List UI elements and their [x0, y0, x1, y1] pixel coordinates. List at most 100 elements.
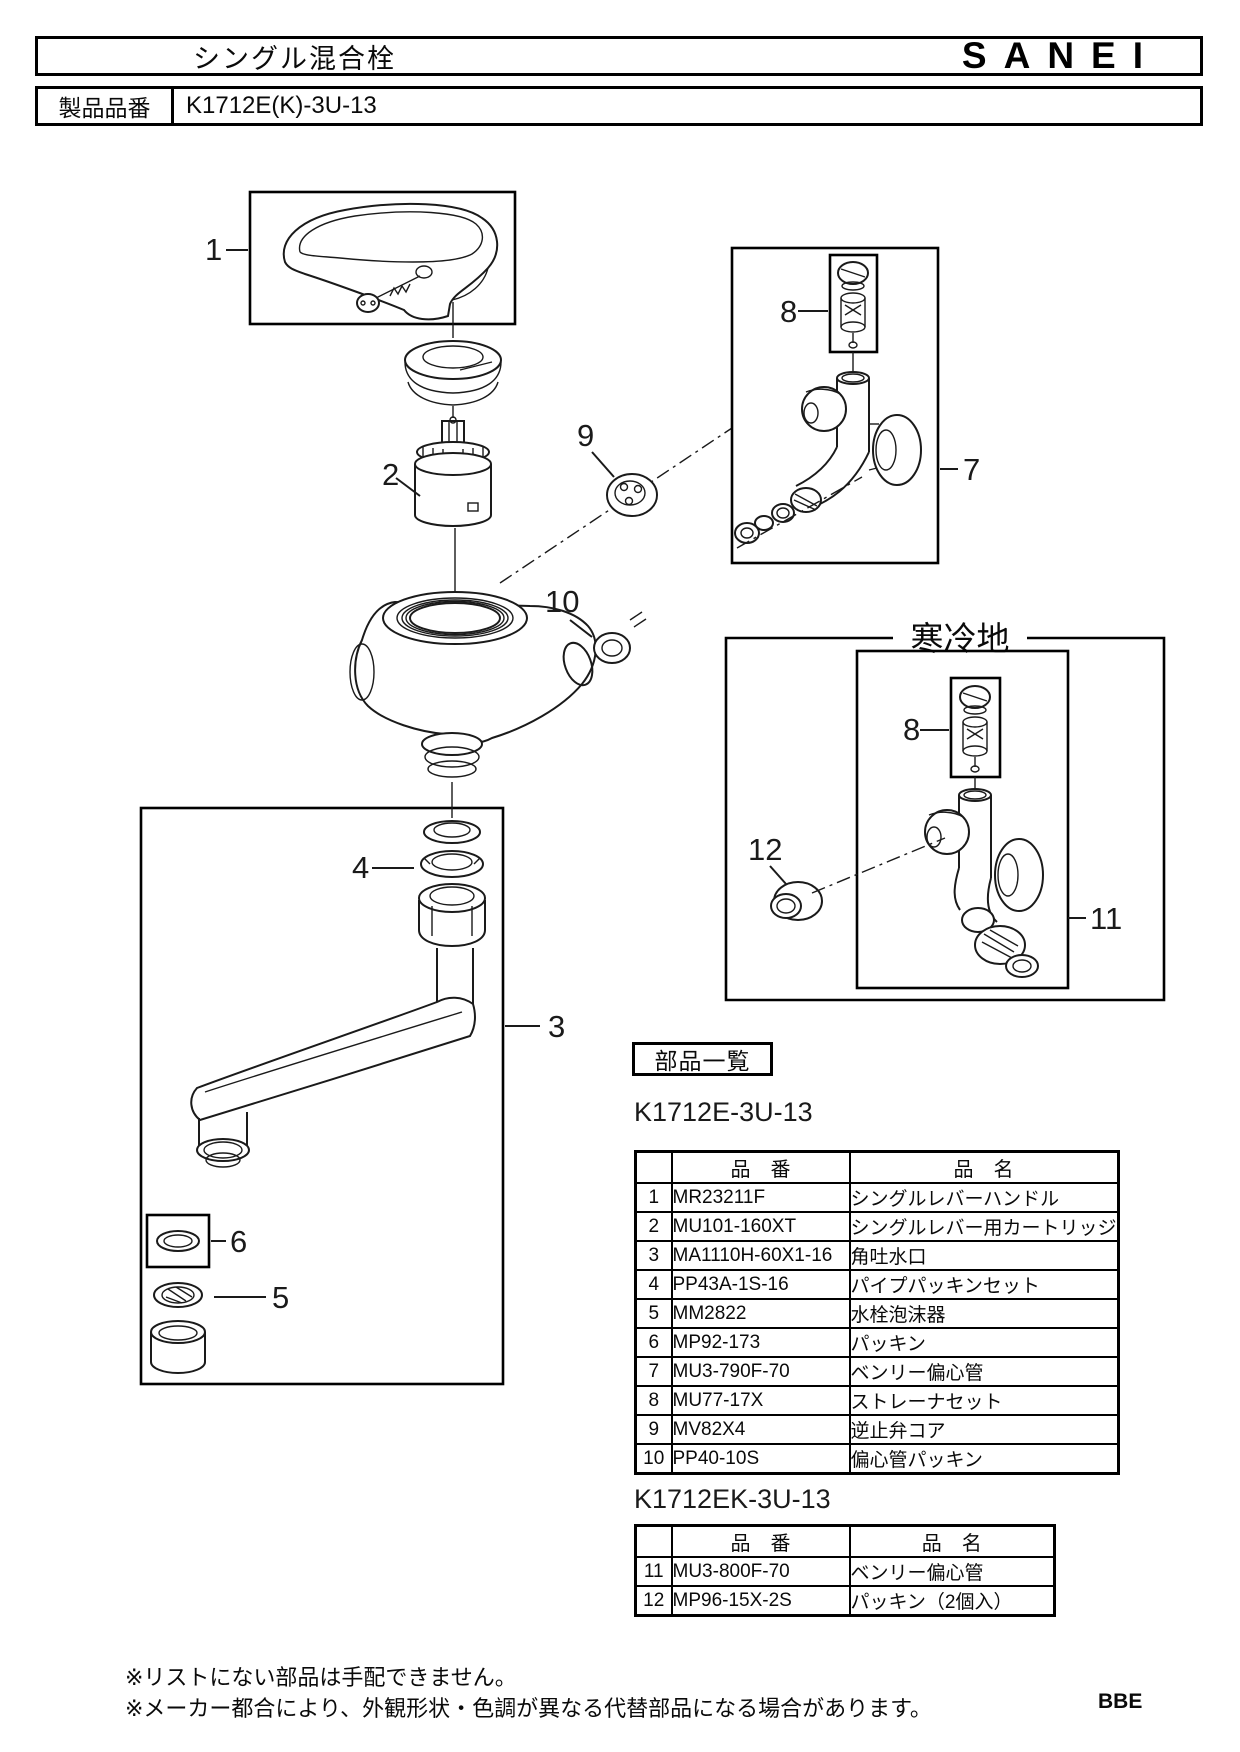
part-no-cell: 3	[634, 1240, 673, 1271]
header-no-cell	[634, 1150, 673, 1184]
model-title-1: K1712E-3U-13	[634, 1097, 813, 1127]
part-number-cell: MV82X4	[670, 1414, 851, 1445]
part-number-cell: MU3-790F-70	[670, 1356, 851, 1387]
product-code-value: K1712E(K)-3U-13	[186, 92, 377, 119]
header-name-cell: 品 名	[848, 1150, 1120, 1184]
header-no-cell	[634, 1524, 673, 1558]
part-name-cell: ストレーナセット	[848, 1385, 1120, 1416]
part-no-cell: 4	[634, 1269, 673, 1300]
model-title-2: K1712EK-3U-13	[634, 1484, 831, 1514]
cold-packing-nut-parts	[961, 907, 1039, 978]
part-name-cell: パッキン（2個入）	[848, 1585, 1056, 1617]
part-name-cell: 逆止弁コア	[848, 1414, 1120, 1445]
aerator-part	[150, 1282, 206, 1375]
part-no-cell: 5	[634, 1298, 673, 1329]
part-no-cell: 7	[634, 1356, 673, 1387]
product-code-label: 製品品番	[38, 89, 174, 123]
part-name-cell: ベンリー偏心管	[848, 1356, 1120, 1387]
header-title-bar: シングル混合栓 SANEI	[35, 35, 1203, 76]
part-number-cell: PP43A-1S-16	[670, 1269, 851, 1300]
part-number-cell: MP96-15X-2S	[670, 1585, 851, 1617]
table-header-row: 品 番 品 名	[634, 1524, 1056, 1558]
part-no-cell: 2	[634, 1211, 673, 1242]
faucet-body	[349, 591, 597, 778]
part-no-cell: 8	[634, 1385, 673, 1416]
callout-10: 10	[545, 584, 579, 619]
pipe-packing-set	[420, 820, 484, 878]
callout-7: 7	[963, 452, 980, 487]
callout-9: 9	[577, 418, 594, 453]
callout-1: 1	[205, 232, 222, 267]
table-header-row: 品 番 品 名	[634, 1150, 1120, 1184]
eccentric-packing	[593, 611, 647, 664]
pipe-end-parts	[734, 487, 822, 544]
spout-nut	[418, 883, 486, 948]
header-part-cell: 品 番	[670, 1150, 851, 1184]
part-no-cell: 6	[634, 1327, 673, 1358]
part-number-cell: MP92-173	[670, 1327, 851, 1358]
handle-screw-cap	[356, 293, 380, 313]
part-name-cell: シングルレバーハンドル	[848, 1182, 1120, 1213]
cold-region-section: 寒冷地	[724, 620, 1166, 1002]
part-no-cell: 9	[634, 1414, 673, 1445]
handle-part-box	[248, 190, 517, 326]
part-no-cell: 1	[634, 1182, 673, 1213]
callout-8: 8	[780, 294, 797, 329]
part-number-cell: PP40-10S	[670, 1443, 851, 1475]
page-code: BBE	[1098, 1690, 1143, 1713]
product-code-bar: 製品品番 K1712E(K)-3U-13	[35, 86, 1203, 126]
cartridge-part	[414, 416, 492, 528]
part-name-cell: シングルレバー用カートリッジ	[848, 1211, 1120, 1242]
callout-3: 3	[548, 1009, 565, 1044]
part-name-cell: ベンリー偏心管	[848, 1556, 1056, 1587]
eccentric-pipe-box	[730, 246, 940, 565]
callout-4: 4	[352, 850, 369, 885]
footer-note-1: ※リストにない部品は手配できません。	[125, 1665, 517, 1690]
part-number-cell: MU101-160XT	[670, 1211, 851, 1242]
part-name-cell: 角吐水口	[848, 1240, 1120, 1271]
header-name-cell: 品 名	[848, 1524, 1056, 1558]
packing-part-box	[145, 1213, 211, 1269]
page-title: シングル混合栓	[193, 43, 396, 74]
part-no-cell: 10	[634, 1443, 673, 1475]
part-number-cell: MA1110H-60X1-16	[670, 1240, 851, 1271]
cold-strainer-set-box	[949, 676, 1002, 779]
spout-pipe	[190, 948, 476, 1168]
callout-12: 12	[748, 832, 782, 867]
part-no-cell: 11	[634, 1556, 673, 1587]
callout-2: 2	[382, 457, 399, 492]
cold-nut-12	[770, 881, 823, 921]
callout-11: 11	[1090, 901, 1122, 936]
spout-part-box	[139, 782, 505, 1386]
part-number-cell: MM2822	[670, 1298, 851, 1329]
brand-logo: SANEI	[961, 35, 1160, 76]
callout-5: 5	[272, 1280, 289, 1315]
parts-list-section-label: 部品一覧	[632, 1042, 773, 1076]
strainer-set-box	[828, 253, 879, 354]
callout-8-cold: 8	[903, 712, 920, 747]
callout-6: 6	[230, 1224, 247, 1259]
part-number-cell: MU3-800F-70	[670, 1556, 851, 1587]
part-no-cell: 12	[634, 1585, 673, 1617]
part-name-cell: 水栓泡沫器	[848, 1298, 1120, 1329]
part-name-cell: パイプパッキンセット	[848, 1269, 1120, 1300]
header-part-cell: 品 番	[670, 1524, 851, 1558]
footer-note-2: ※メーカー都合により、外観形状・色調が異なる代替部品になる場合があります。	[125, 1696, 932, 1721]
cold-eccentric-pipe-11	[924, 788, 1044, 923]
check-valve-core	[606, 473, 658, 517]
